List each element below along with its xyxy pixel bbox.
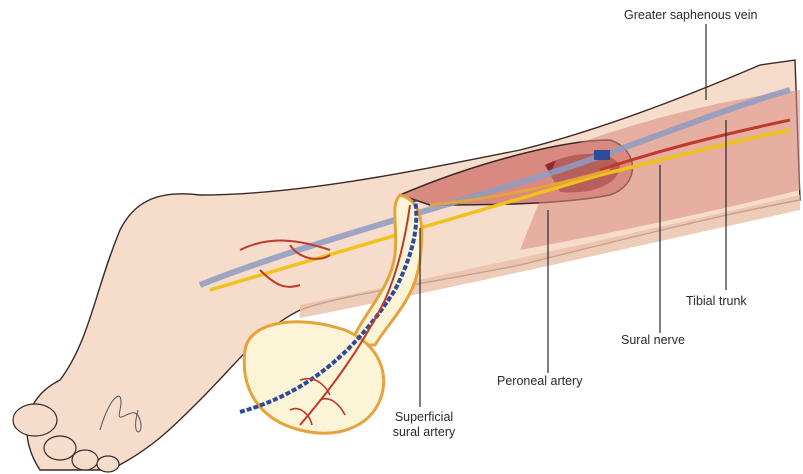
label-superficial-sural-artery-line1: Superficial: [384, 410, 464, 425]
label-superficial-sural-artery-line2: sural artery: [384, 425, 464, 440]
label-peroneal-artery: Peroneal artery: [497, 374, 582, 389]
label-superficial-sural-artery: Superficial sural artery: [384, 410, 464, 440]
label-sural-nerve: Sural nerve: [621, 333, 685, 348]
vessel-clamp: [594, 150, 610, 160]
label-tibial-trunk: Tibial trunk: [686, 294, 747, 309]
label-greater-saphenous-vein: Greater saphenous vein: [624, 8, 757, 23]
